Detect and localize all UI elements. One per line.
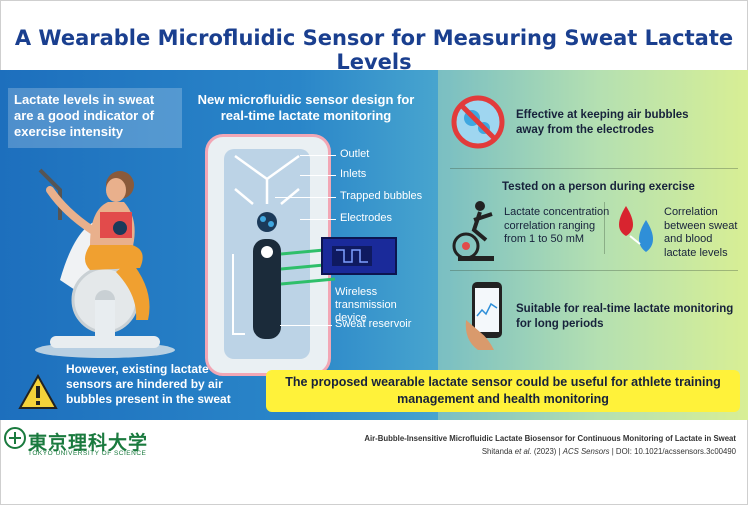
label-trapped-bubbles: Trapped bubbles	[340, 190, 423, 202]
tested-concentration: Lactate concentration correlation rangin…	[504, 206, 610, 245]
citation-journal: ACS Sensors	[562, 447, 610, 456]
label-sweat-reservoir: Sweat reservoir	[335, 318, 412, 330]
smartphone-icon	[465, 282, 502, 350]
blood-sweat-drops-icon	[619, 206, 653, 252]
microfluidic-channels	[232, 154, 335, 339]
conclusion-banner: The proposed wearable lactate sensor cou…	[266, 370, 740, 412]
no-bubbles-icon	[451, 95, 505, 149]
divider-1	[450, 168, 738, 169]
citation-etal: et al.	[514, 447, 532, 456]
label-inlets: Inlets	[340, 168, 367, 180]
university-logo: 東京理科大学	[28, 433, 149, 454]
sensor-design-title: New microfluidic sensor design for real-…	[197, 92, 415, 123]
leader-trapped	[275, 197, 336, 198]
intro-box	[8, 88, 182, 148]
tested-title: Tested on a person during exercise	[502, 181, 695, 193]
label-wireless: Wireless transmission device	[335, 286, 397, 324]
wireless-module	[321, 237, 397, 275]
citation-details: Shitanda et al. (2023) | ACS Sensors | D…	[482, 447, 736, 456]
label-electrodes: Electrodes	[340, 212, 392, 224]
finding-bubbles: Effective at keeping air bubbles away fr…	[516, 109, 689, 136]
university-emblem-icon	[4, 427, 26, 449]
finding-realtime: Suitable for real-time lactate monitorin…	[516, 303, 734, 330]
leader-outlet	[300, 155, 336, 156]
leader-reservoir	[280, 325, 332, 326]
citation-title: Air-Bubble-Insensitive Microfluidic Lact…	[364, 434, 736, 443]
leader-electrodes	[300, 219, 336, 220]
divider-vertical	[604, 202, 605, 254]
citation-year: (2023) |	[531, 447, 563, 456]
label-outlet: Outlet	[340, 148, 370, 160]
cyclist-icon	[452, 201, 494, 261]
exercise-bike-illustration	[35, 168, 175, 358]
warning-text: However, existing lactate sensors are hi…	[66, 362, 231, 406]
citation-authors: Shitanda	[481, 447, 515, 456]
tested-correlation: Correlation between sweat and blood lact…	[664, 206, 738, 259]
page-title: A Wearable Microfluidic Sensor for Measu…	[14, 26, 734, 74]
main-panel: Lactate levels in sweat are a good indic…	[0, 70, 748, 420]
leader-inlets	[300, 175, 336, 176]
warning-icon	[18, 374, 58, 409]
citation-doi: | DOI: 10.1021/acssensors.3c00490	[609, 447, 736, 456]
divider-2	[450, 270, 738, 271]
intro-text: Lactate levels in sweat are a good indic…	[14, 92, 155, 139]
university-name-en: TOKYO UNIVERSITY OF SCIENCE	[28, 450, 147, 457]
